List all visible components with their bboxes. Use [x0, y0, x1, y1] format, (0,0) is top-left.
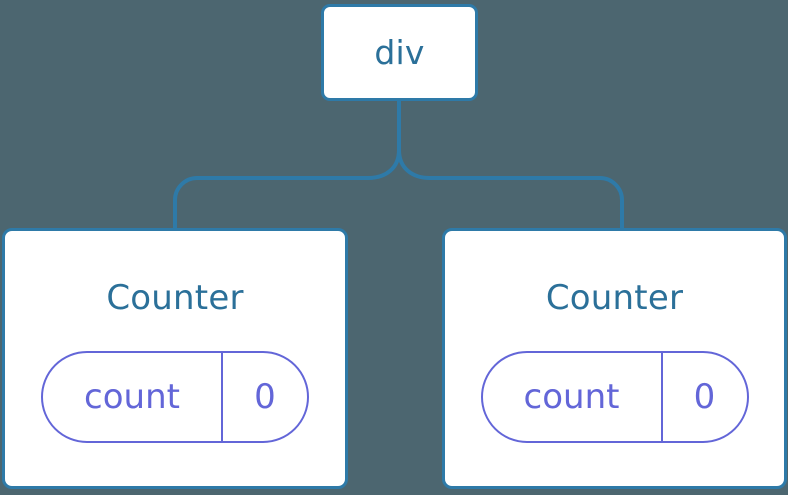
state-key-right: count [483, 353, 663, 441]
node-counter-right[interactable]: Counter count 0 [442, 228, 787, 489]
state-value-right: 0 [693, 377, 716, 417]
node-div[interactable]: div [321, 4, 478, 101]
node-counter-left[interactable]: Counter count 0 [2, 228, 348, 489]
state-pill-left[interactable]: count 0 [41, 351, 309, 443]
state-key-left: count [43, 353, 223, 441]
state-pill-right[interactable]: count 0 [480, 351, 749, 443]
node-counter-right-label: Counter [545, 278, 684, 318]
node-div-label: div [374, 33, 425, 72]
state-value-left: 0 [254, 377, 276, 417]
node-counter-left-label: Counter [106, 278, 244, 318]
